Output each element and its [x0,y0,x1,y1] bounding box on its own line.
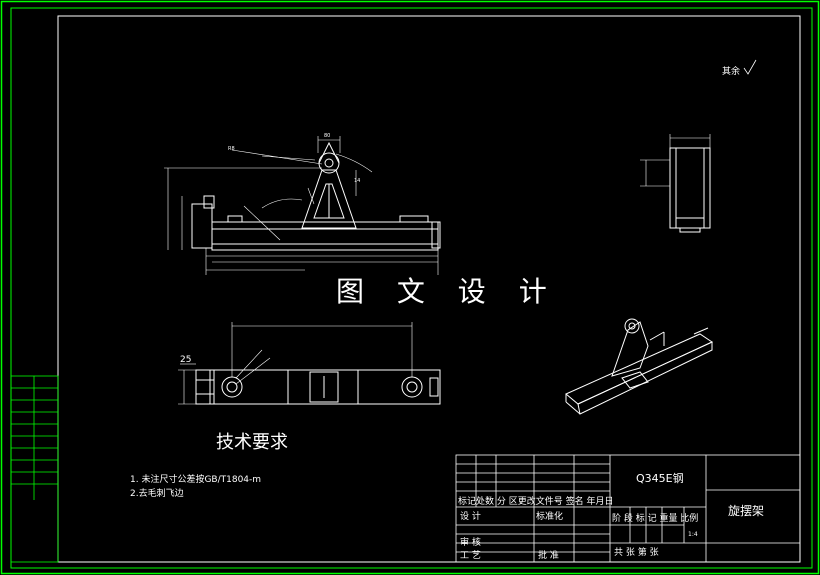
process-label: 工 艺 [460,551,481,561]
sheets-label: 共 张 第 张 [614,548,659,558]
roughness-symbol [743,59,757,75]
stage-weight-scale-label: 阶 段 标 记 重量 比例 [612,514,699,524]
scale-value: 1:4 [688,531,698,538]
technical-requirements-title: 技术要求 [216,432,288,453]
dim-radius: R8 [228,146,235,152]
front-view-dim-text: 80 14 R8 [228,133,360,184]
surface-finish-note: 其余 [722,67,741,77]
dim-top-thk: 14 [354,178,360,184]
top-view [178,322,441,405]
material-label: Q345E钢 [636,472,684,485]
dim-top-width: 80 [324,133,330,139]
side-view [640,134,711,233]
front-view [164,136,441,275]
standardization-label: 标准化 [536,512,564,522]
part-name: 旋摆架 [728,504,765,518]
isometric-view [565,318,714,415]
approve-label: 批 准 [538,551,559,561]
design-label: 设 计 [460,512,481,522]
review-label: 审 核 [460,538,481,548]
dim-side-width: 25 [180,355,191,365]
watermark-text: 图 文 设 计 [336,275,559,308]
revision-row-label: 标记处数 分 区更改文件号 签名 年月日 [458,497,614,507]
requirement-item-2: 2.去毛刺飞边 [130,489,184,499]
inner-frame [10,7,813,569]
side-strip [10,375,59,563]
requirement-item-1: 1. 未注尺寸公差按GB/T1804-m [130,475,262,485]
drawing-border [57,15,801,563]
title-block [455,454,801,563]
